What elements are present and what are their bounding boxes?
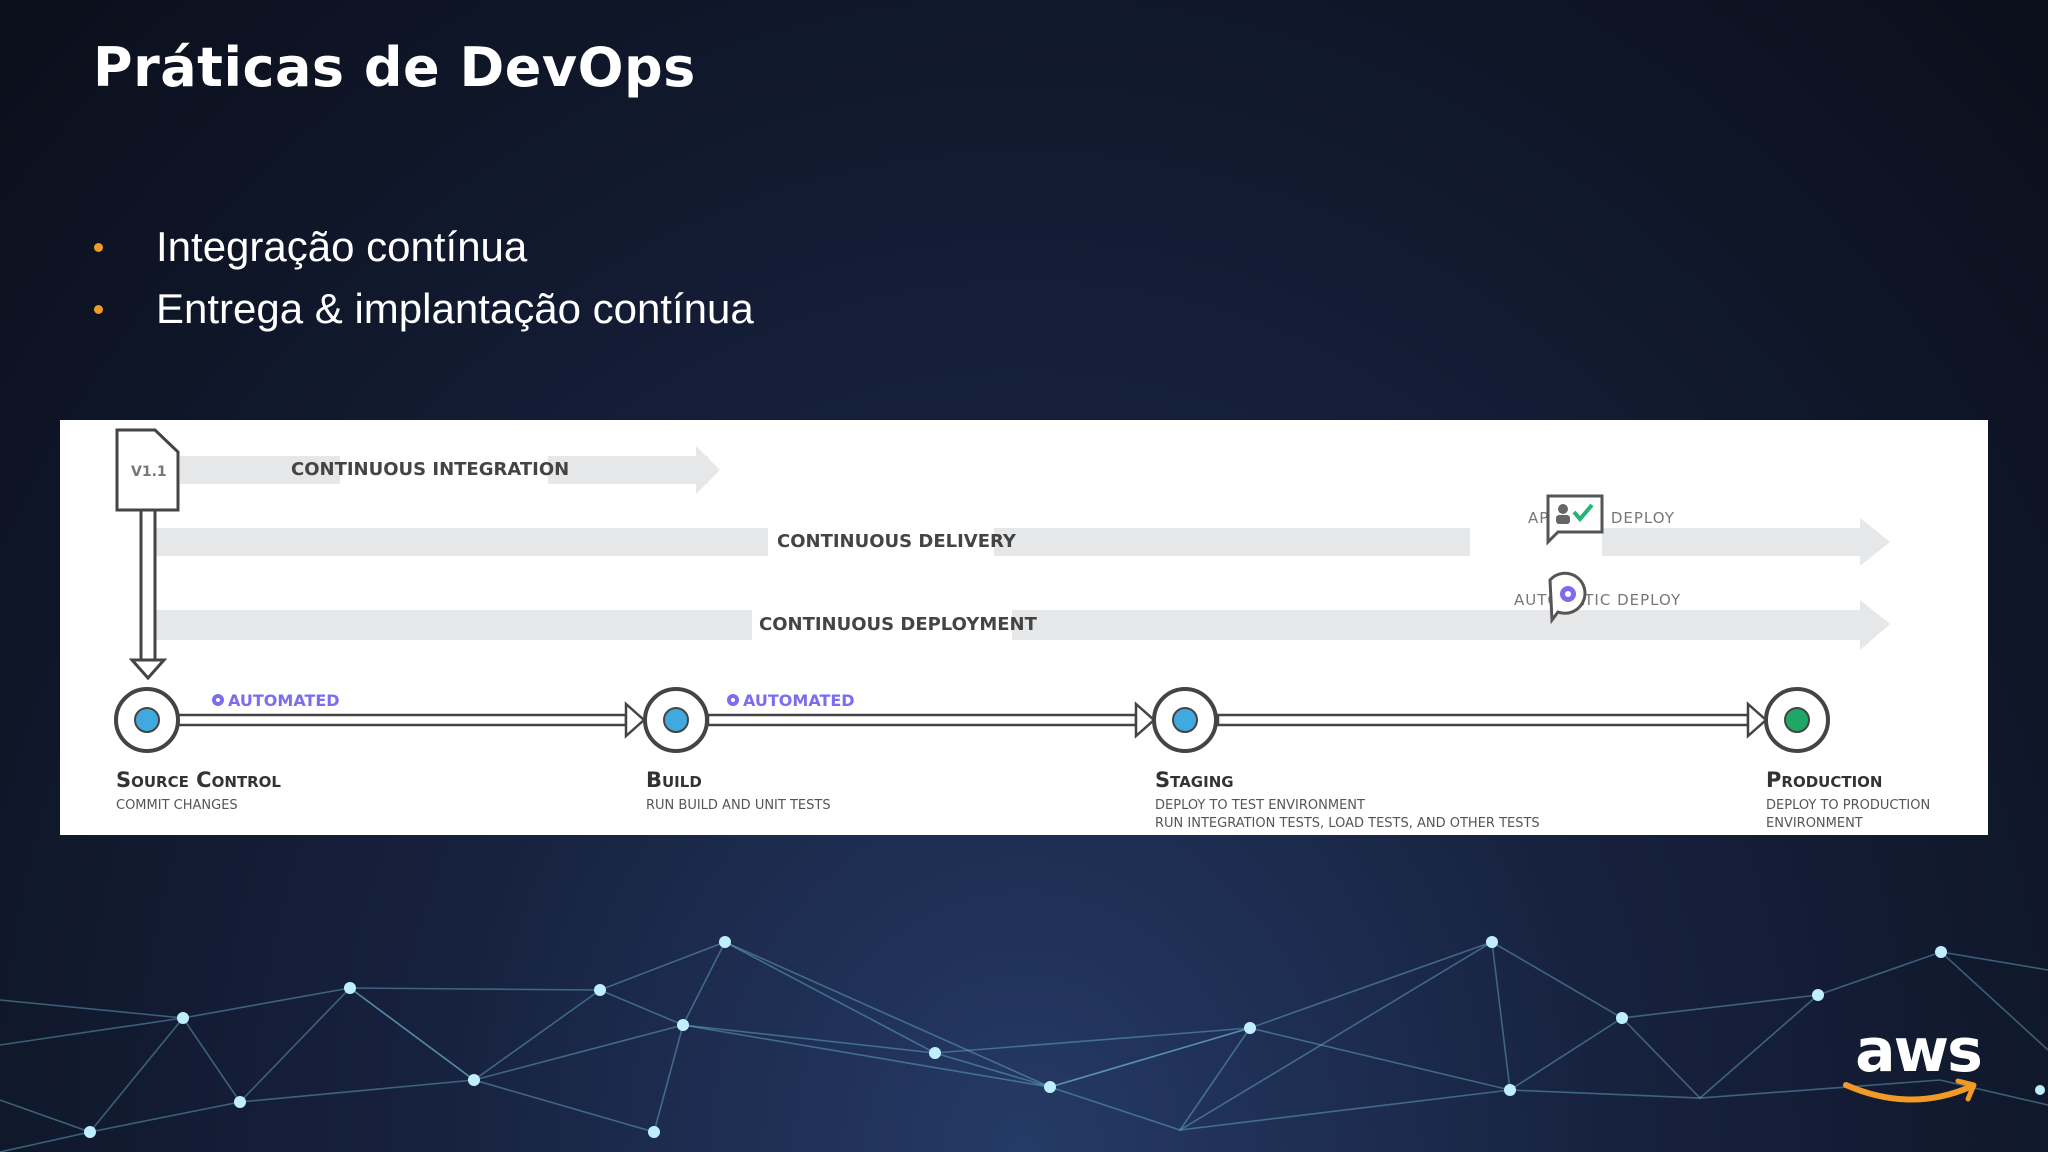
gear-icon (212, 694, 224, 706)
stage-description: DEPLOY TO PRODUCTION (1766, 798, 1930, 813)
stage-node-production (1764, 687, 1830, 753)
stage-node-staging (1152, 687, 1218, 753)
lane-delivery-band-mid (994, 528, 1470, 556)
aws-logo-text: aws (1855, 1016, 1983, 1086)
stage-node-source-control (114, 687, 180, 753)
lane-integration-arrowhead (696, 446, 720, 494)
lane-deployment-label: CONTINUOUS DEPLOYMENT (759, 614, 1038, 635)
lane-integration-band-right (548, 456, 708, 484)
pipeline-arrows (176, 701, 1768, 739)
stage-description: DEPLOY TO TEST ENVIRONMENT (1155, 798, 1365, 813)
commit-down-arrow (128, 508, 168, 681)
gear-icon (727, 694, 739, 706)
stage-title: Build (646, 768, 702, 792)
lane-integration-label: CONTINUOUS INTEGRATION (291, 459, 569, 480)
lane-deployment-band-right (1602, 610, 1872, 640)
bullet-item: Entrega & implantação contínua (90, 278, 754, 340)
automated-label: AUTOMATED (228, 691, 340, 710)
lane-delivery-label: CONTINUOUS DELIVERY (777, 531, 1017, 552)
lane-deployment-band-mid (1012, 610, 1602, 640)
stage-description: ENVIRONMENT (1766, 816, 1863, 831)
network-background (0, 936, 2048, 1152)
lane-deployment-arrowhead (1860, 600, 1890, 650)
lane-delivery-arrowhead (1860, 518, 1890, 566)
stage-title: Production (1766, 768, 1882, 792)
lane-delivery-band-right (1602, 528, 1872, 556)
stage-node-build (643, 687, 709, 753)
automatic-deploy-label: AUTOMATIC DEPLOY (1514, 591, 1681, 609)
bullet-item: Integração contínua (90, 216, 754, 278)
bullet-dot-icon (94, 305, 103, 314)
bullet-text: Entrega & implantação contínua (156, 285, 754, 332)
lane-integration-band-left (180, 456, 340, 484)
pipeline-svg: CONTINUOUS INTEGRATION CONTINUOUS DELIVE… (114, 428, 1930, 831)
slide-title: Práticas de DevOps (93, 36, 696, 99)
stage-description: RUN BUILD AND UNIT TESTS (646, 798, 831, 813)
lane-delivery-band-left (156, 528, 768, 556)
aws-logo: aws (1838, 1015, 1998, 1115)
bullet-text: Integração contínua (156, 223, 528, 270)
stage-description: RUN INTEGRATION TESTS, LOAD TESTS, AND O… (1155, 816, 1540, 831)
document-icon: V1.1 (115, 428, 180, 512)
stage-title: Staging (1155, 768, 1234, 792)
devops-pipeline-diagram: CONTINUOUS INTEGRATION CONTINUOUS DELIVE… (60, 420, 1988, 835)
automatic-chat-icon (1548, 571, 1587, 625)
stage-title: Source Control (116, 768, 281, 792)
lane-deployment-band-left (156, 610, 752, 640)
stage-description: COMMIT CHANGES (116, 798, 238, 813)
aws-smile-icon (1843, 1078, 1977, 1103)
approve-chat-icon (1546, 494, 1604, 546)
bullet-list: Integração contínua Entrega & implantaçã… (90, 216, 754, 340)
version-label: V1.1 (131, 464, 167, 480)
lane-bands (156, 446, 1890, 650)
bullet-dot-icon (94, 243, 103, 252)
automated-label: AUTOMATED (743, 691, 855, 710)
